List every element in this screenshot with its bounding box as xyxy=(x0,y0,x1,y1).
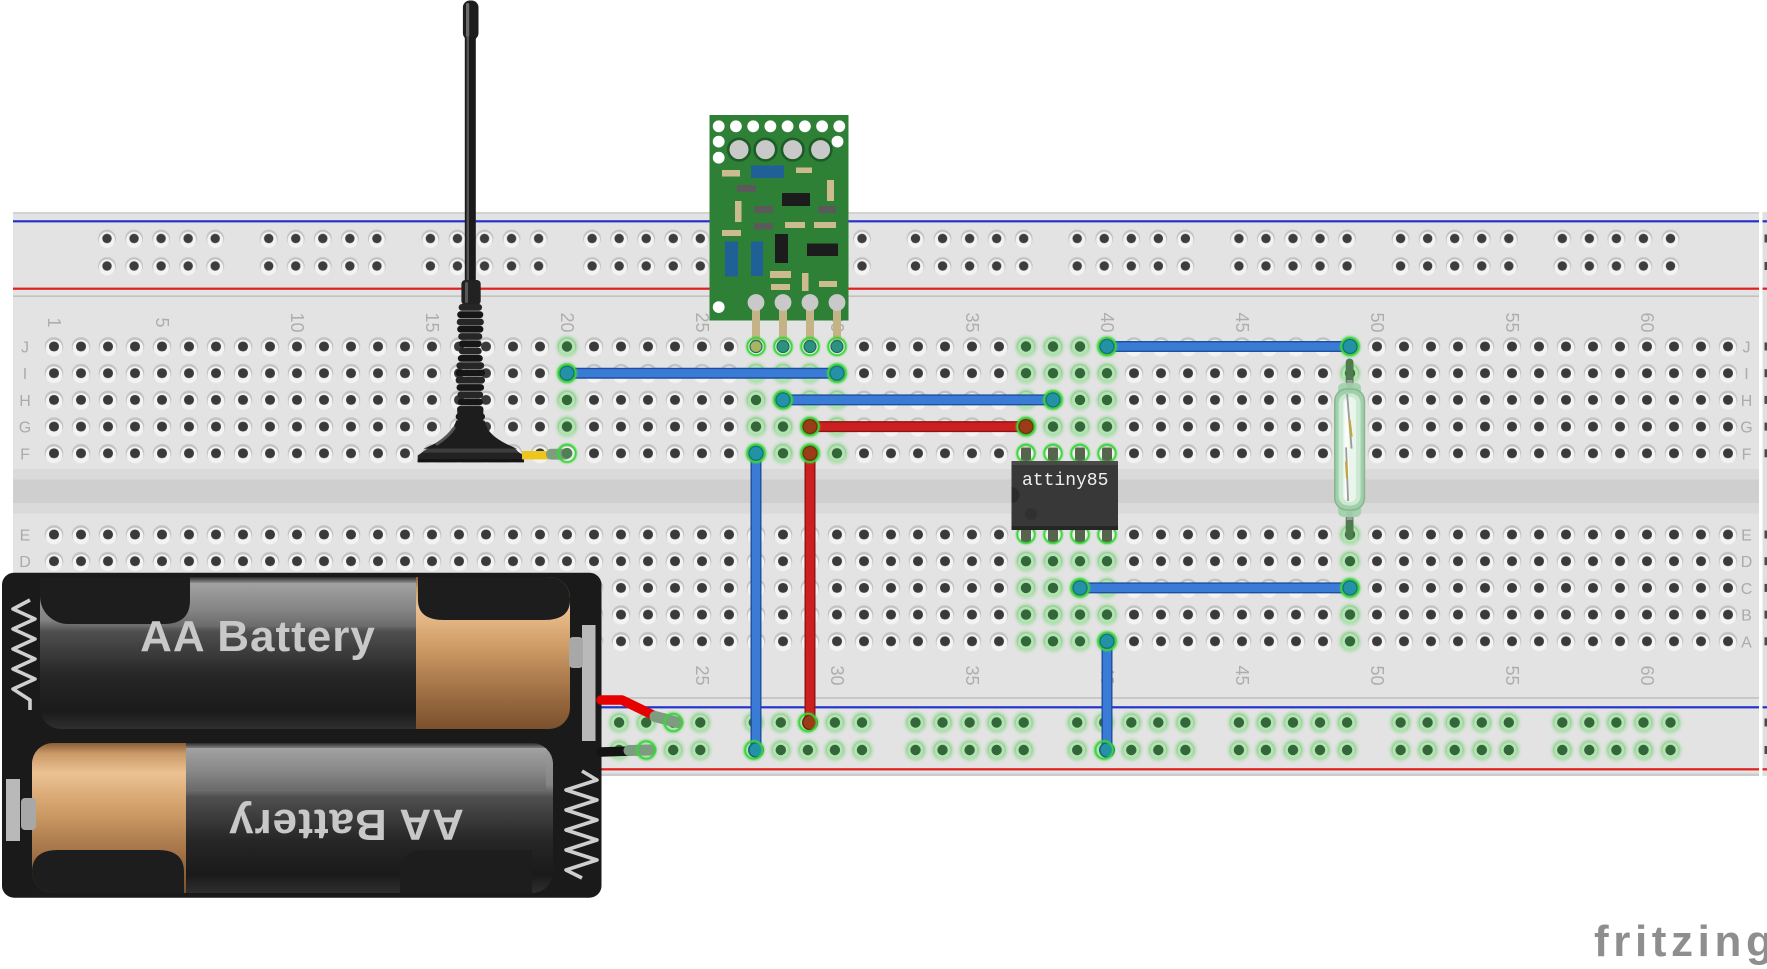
svg-text:E: E xyxy=(1741,528,1752,545)
svg-text:A: A xyxy=(1741,634,1752,651)
svg-text:45: 45 xyxy=(1232,312,1252,332)
svg-text:50: 50 xyxy=(1367,312,1387,332)
svg-text:35: 35 xyxy=(962,312,982,332)
svg-text:I: I xyxy=(23,366,27,383)
svg-text:30: 30 xyxy=(827,665,847,685)
svg-text:50: 50 xyxy=(1367,665,1387,685)
svg-text:45: 45 xyxy=(1232,665,1252,685)
svg-text:H: H xyxy=(1741,393,1753,410)
svg-text:attiny85: attiny85 xyxy=(1022,471,1108,491)
svg-text:35: 35 xyxy=(962,665,982,685)
svg-text:D: D xyxy=(1741,554,1753,571)
svg-text:5: 5 xyxy=(152,317,172,327)
svg-text:55: 55 xyxy=(1502,665,1522,685)
svg-text:15: 15 xyxy=(422,312,442,332)
svg-text:E: E xyxy=(20,528,31,545)
svg-text:55: 55 xyxy=(1502,312,1522,332)
svg-text:60: 60 xyxy=(1637,312,1657,332)
svg-text:20: 20 xyxy=(557,312,577,332)
svg-text:AA Battery: AA Battery xyxy=(228,800,464,849)
svg-text:G: G xyxy=(1740,420,1752,437)
svg-text:B: B xyxy=(1741,608,1752,625)
svg-text:D: D xyxy=(19,554,31,571)
svg-text:J: J xyxy=(21,340,29,357)
svg-text:fritzing: fritzing xyxy=(1594,917,1767,966)
svg-text:F: F xyxy=(20,446,30,463)
svg-text:1: 1 xyxy=(44,317,64,327)
svg-text:F: F xyxy=(1742,446,1752,463)
svg-text:G: G xyxy=(19,420,31,437)
svg-text:C: C xyxy=(1741,581,1753,598)
svg-text:40: 40 xyxy=(1097,312,1117,332)
svg-text:H: H xyxy=(19,393,31,410)
svg-text:25: 25 xyxy=(692,665,712,685)
svg-text:60: 60 xyxy=(1637,665,1657,685)
svg-text:J: J xyxy=(1743,340,1751,357)
svg-text:I: I xyxy=(1744,366,1748,383)
svg-text:25: 25 xyxy=(692,312,712,332)
svg-text:AA Battery: AA Battery xyxy=(140,612,376,661)
svg-text:10: 10 xyxy=(287,312,307,332)
